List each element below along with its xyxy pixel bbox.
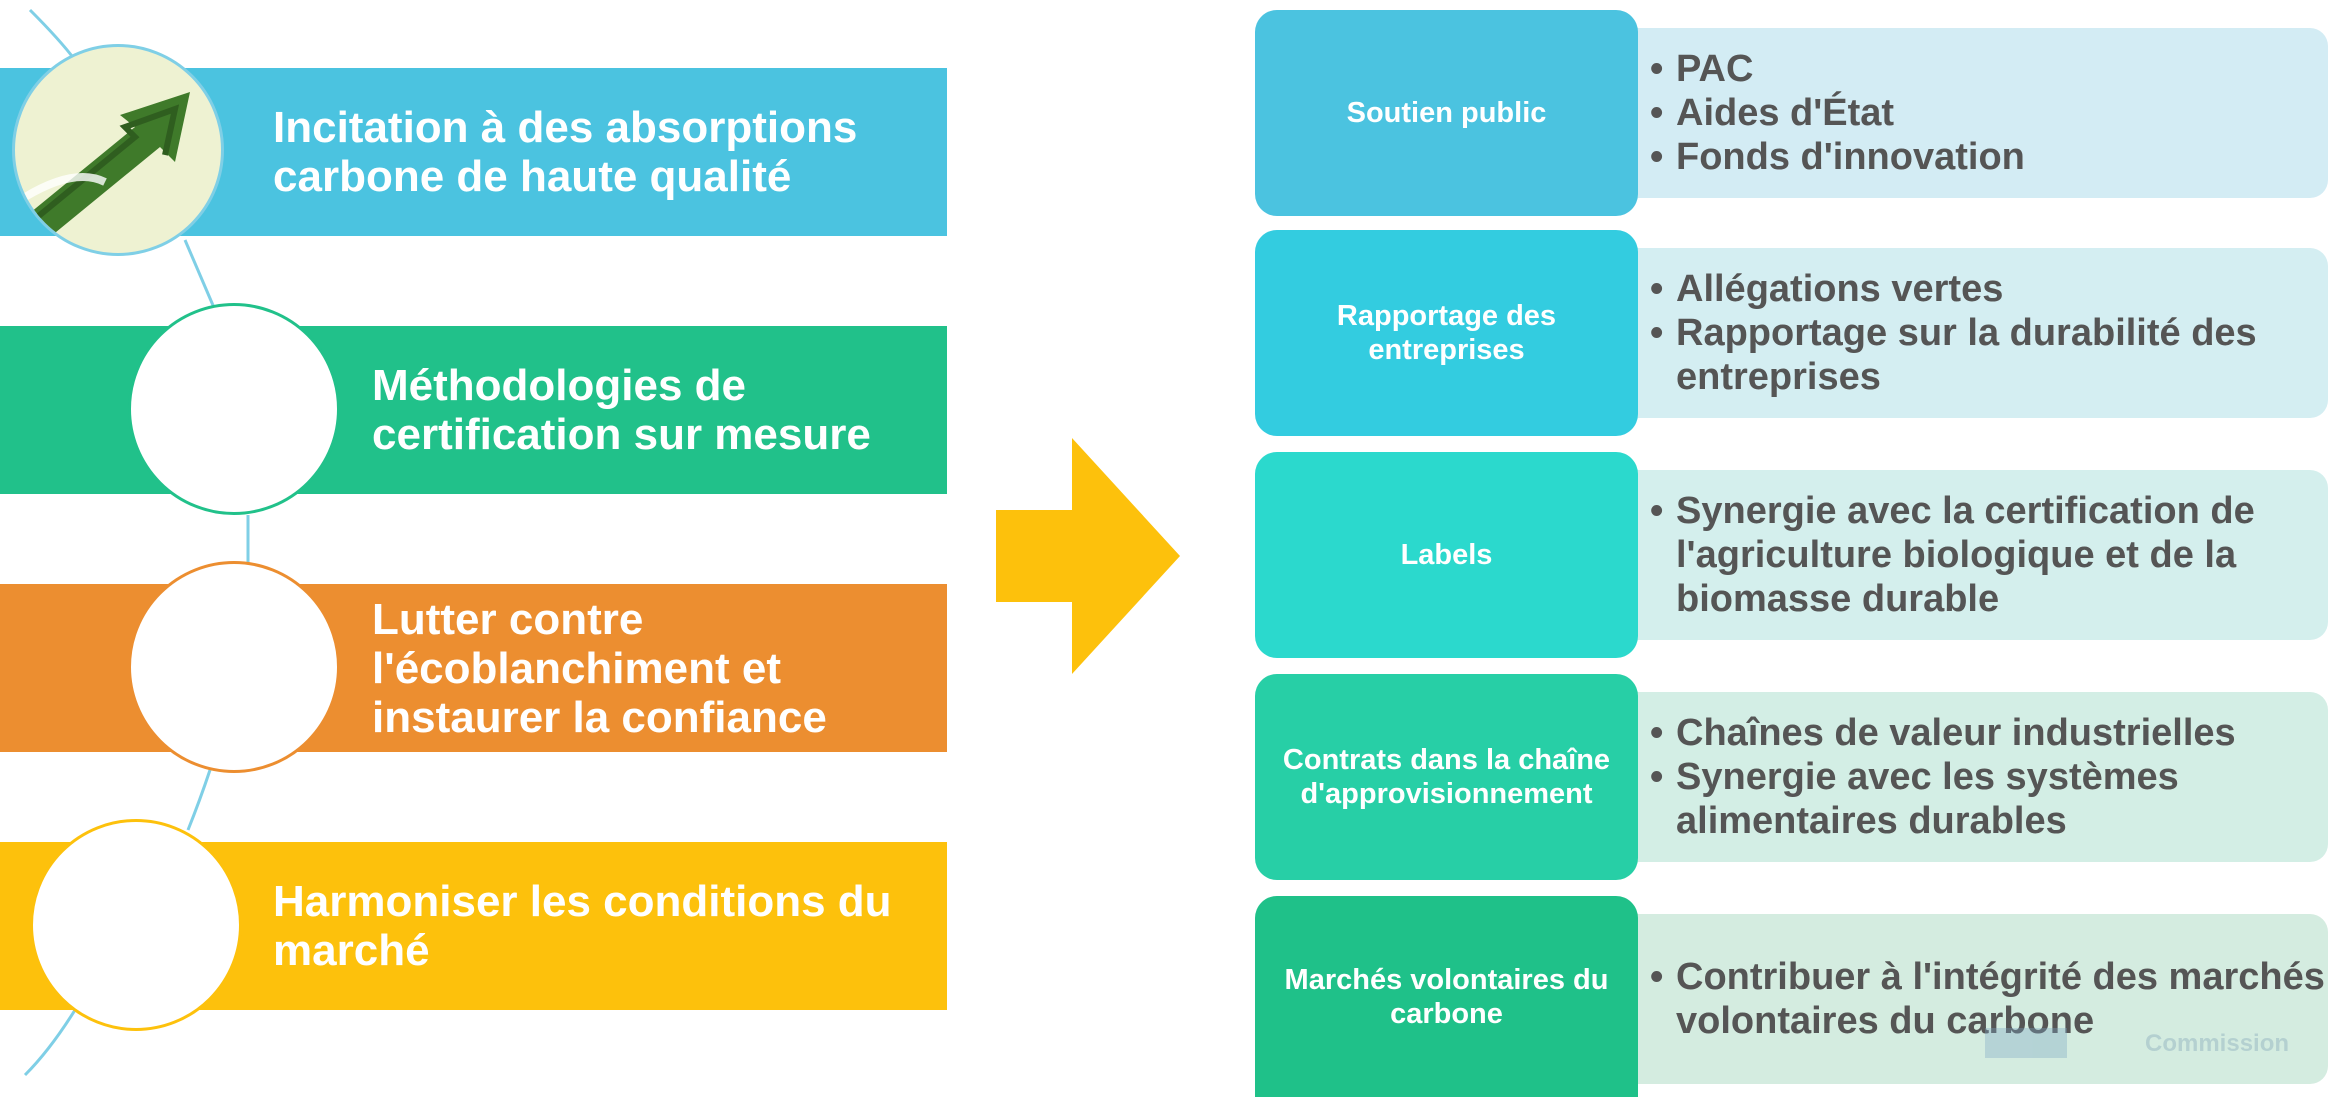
rapportage-panel: •Allégations vertes •Rapportage sur la d…	[1630, 248, 2328, 418]
bullet-item: •Fonds d'innovation	[1650, 136, 2025, 178]
commission-watermark: Commission	[1985, 1028, 2305, 1060]
ecoblanchiment-circle	[128, 561, 340, 773]
bullet-item: •Allégations vertes	[1650, 268, 2004, 310]
forest-arrow-icon	[22, 92, 190, 237]
contrats-panel: •Chaînes de valeur industrielles •Synerg…	[1630, 692, 2328, 862]
soutien-public-box: Soutien public	[1255, 10, 1638, 216]
methodologies-circle	[128, 303, 340, 515]
bullet-item: •Rapportage sur la durabilité des entrep…	[1650, 311, 2328, 399]
bullet-item: •Aides d'État	[1650, 92, 1895, 134]
rapportage-title: Rapportage des entreprises	[1336, 300, 1557, 366]
labels-panel: •Synergie avec la certification de l'agr…	[1630, 470, 2328, 640]
watermark-text: Commission	[2145, 1030, 2290, 1057]
watermark-logo-icon	[1985, 1028, 2067, 1058]
bullet-text: Rapportage sur la durabilité des entrepr…	[1676, 312, 2257, 398]
bullet-item: •Contribuer à l'intégrité des marchés vo…	[1650, 955, 2328, 1043]
labels-title: Labels	[1400, 539, 1493, 571]
marches-title: Marchés volontaires du carbone	[1284, 963, 1609, 1030]
bullet-text: Allégations vertes	[1676, 268, 2004, 310]
bullet-text: Synergie avec la certification de l'agri…	[1676, 490, 2255, 620]
bullet-item: •Chaînes de valeur industrielles	[1650, 712, 2236, 754]
bullet-item: •Synergie avec la certification de l'agr…	[1650, 489, 2328, 621]
soutien-public-title: Soutien public	[1346, 97, 1547, 129]
item-ecoblanchiment-label: Lutter contre l'écoblanchiment et instau…	[372, 594, 827, 742]
marches-panel: •Contribuer à l'intégrité des marchés vo…	[1630, 914, 2328, 1084]
soutien-public-panel: •PAC •Aides d'État •Fonds d'innovation	[1630, 28, 2328, 198]
contrats-title: Contrats dans la chaîne d'approvisionnem…	[1282, 744, 1611, 810]
contrats-box: Contrats dans la chaîne d'approvisionnem…	[1255, 674, 1638, 880]
item-methodologies-label: Méthodologies de certification sur mesur…	[372, 361, 871, 459]
marches-box: Marchés volontaires du carbone	[1255, 896, 1638, 1097]
bullet-text: Synergie avec les systèmes alimentaires …	[1676, 756, 2179, 842]
rapportage-box: Rapportage des entreprises	[1255, 230, 1638, 436]
bullet-item: •PAC	[1650, 48, 1754, 90]
bullet-text: Contribuer à l'intégrité des marchés vol…	[1676, 956, 2325, 1042]
bullet-item: •Synergie avec les systèmes alimentaires…	[1650, 755, 2328, 843]
harmoniser-circle	[30, 819, 242, 1031]
forest-arrow-image	[12, 44, 224, 256]
bullet-text: Chaînes de valeur industrielles	[1676, 712, 2236, 754]
right-arrow-icon	[996, 438, 1180, 674]
bullet-text: Aides d'État	[1676, 92, 1895, 134]
item-harmoniser-label: Harmoniser les conditions du marché	[273, 877, 892, 975]
labels-box: Labels	[1255, 452, 1638, 658]
bullet-text: PAC	[1676, 48, 1754, 90]
item-incitation-label: Incitation à des absorptions carbone de …	[273, 103, 858, 201]
bullet-text: Fonds d'innovation	[1676, 136, 2025, 178]
